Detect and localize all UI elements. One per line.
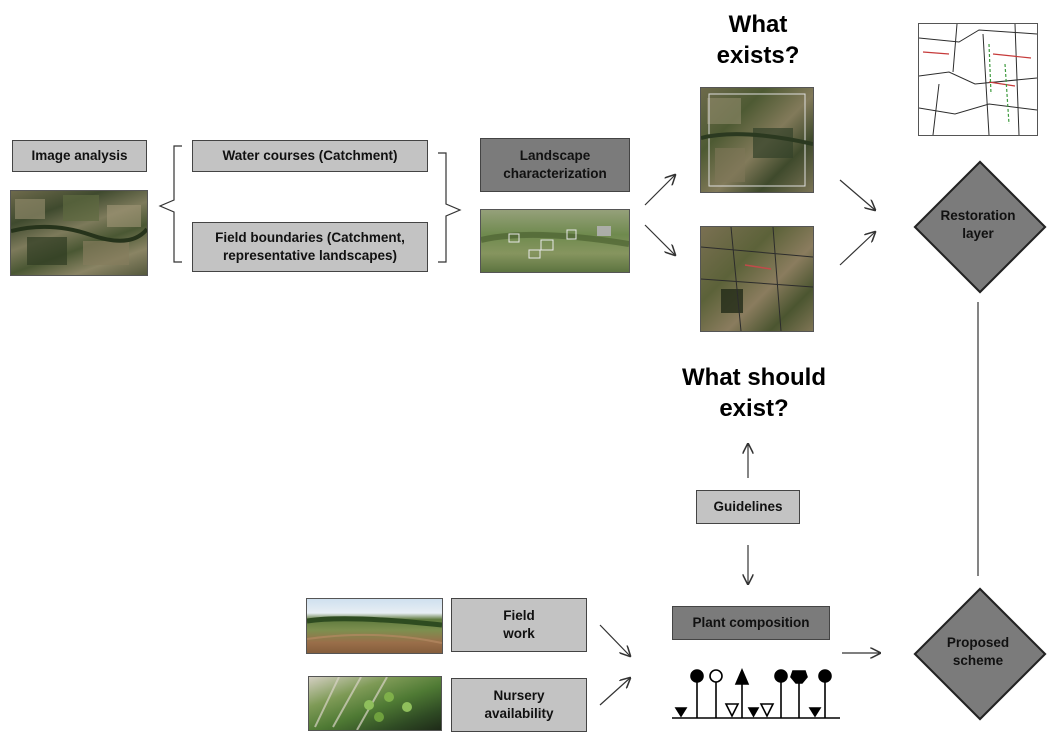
landscape-photo: [480, 209, 630, 273]
landscape-outlines: [481, 226, 629, 259]
field-work-box: Field work: [451, 598, 587, 652]
arrow-landscape-to-exists-bottom: [644, 224, 675, 255]
satellite-image-left: [10, 190, 148, 276]
plant-symbols: [672, 667, 840, 719]
arrow-landscape-to-exists-top: [644, 175, 675, 206]
right-brace: [438, 152, 462, 263]
plant-composition-box: Plant composition: [672, 606, 830, 640]
arrow-exists-bottom-to-restoration: [839, 232, 875, 266]
open-triangle-symbol: [759, 703, 775, 718]
what-exists-heading: What exists?: [716, 11, 800, 69]
water-courses-box: Water courses (Catchment): [192, 140, 428, 172]
restoration-layer-diamond: Restoration layer: [902, 149, 1052, 301]
filled-circle-symbol: [818, 669, 832, 683]
filled-circle-symbol: [690, 669, 704, 683]
open-triangle-symbol: [724, 703, 740, 718]
nursery-availability-box: Nursery availability: [451, 678, 587, 732]
image-analysis-box: Image analysis: [12, 140, 147, 172]
arrow-fieldwork-to-plants: [599, 624, 630, 656]
exists-image-top: [700, 87, 814, 193]
restoration-map: [918, 23, 1038, 136]
small-triangle-symbol: [747, 707, 760, 718]
nursery-photo-texture: [314, 677, 412, 730]
filled-circle-symbol: [774, 669, 788, 683]
arrow-exists-top-to-restoration: [839, 179, 875, 210]
exists-bottom-outlines: [701, 227, 813, 331]
exists-image-bottom: [700, 226, 814, 332]
guidelines-box: Guidelines: [696, 490, 800, 524]
arrow-nursery-to-plants: [599, 678, 630, 706]
proposed-scheme-diamond: Proposed scheme: [902, 576, 1052, 728]
open-circle-symbol: [709, 669, 723, 683]
field-photo: [306, 598, 443, 654]
proposed-scheme-label: Proposed scheme: [946, 634, 1010, 668]
restoration-map-lines: [919, 24, 1037, 135]
landscape-characterization-box: Landscape characterization: [480, 138, 630, 192]
exists-top-texture: [701, 93, 813, 187]
hexagon-symbol: [790, 670, 808, 684]
restoration-layer-label: Restoration layer: [940, 207, 1016, 241]
field-photo-texture: [307, 616, 442, 644]
left-brace: [158, 145, 182, 263]
field-boundaries-box: Field boundaries (Catchment, representat…: [192, 222, 428, 272]
small-triangle-symbol: [674, 707, 688, 718]
nursery-photo: [308, 676, 442, 731]
what-should-exist-heading: What should exist?: [682, 364, 826, 422]
small-triangle-symbol: [808, 707, 822, 718]
up-triangle-symbol: [734, 667, 750, 685]
satellite-texture: [11, 195, 147, 265]
